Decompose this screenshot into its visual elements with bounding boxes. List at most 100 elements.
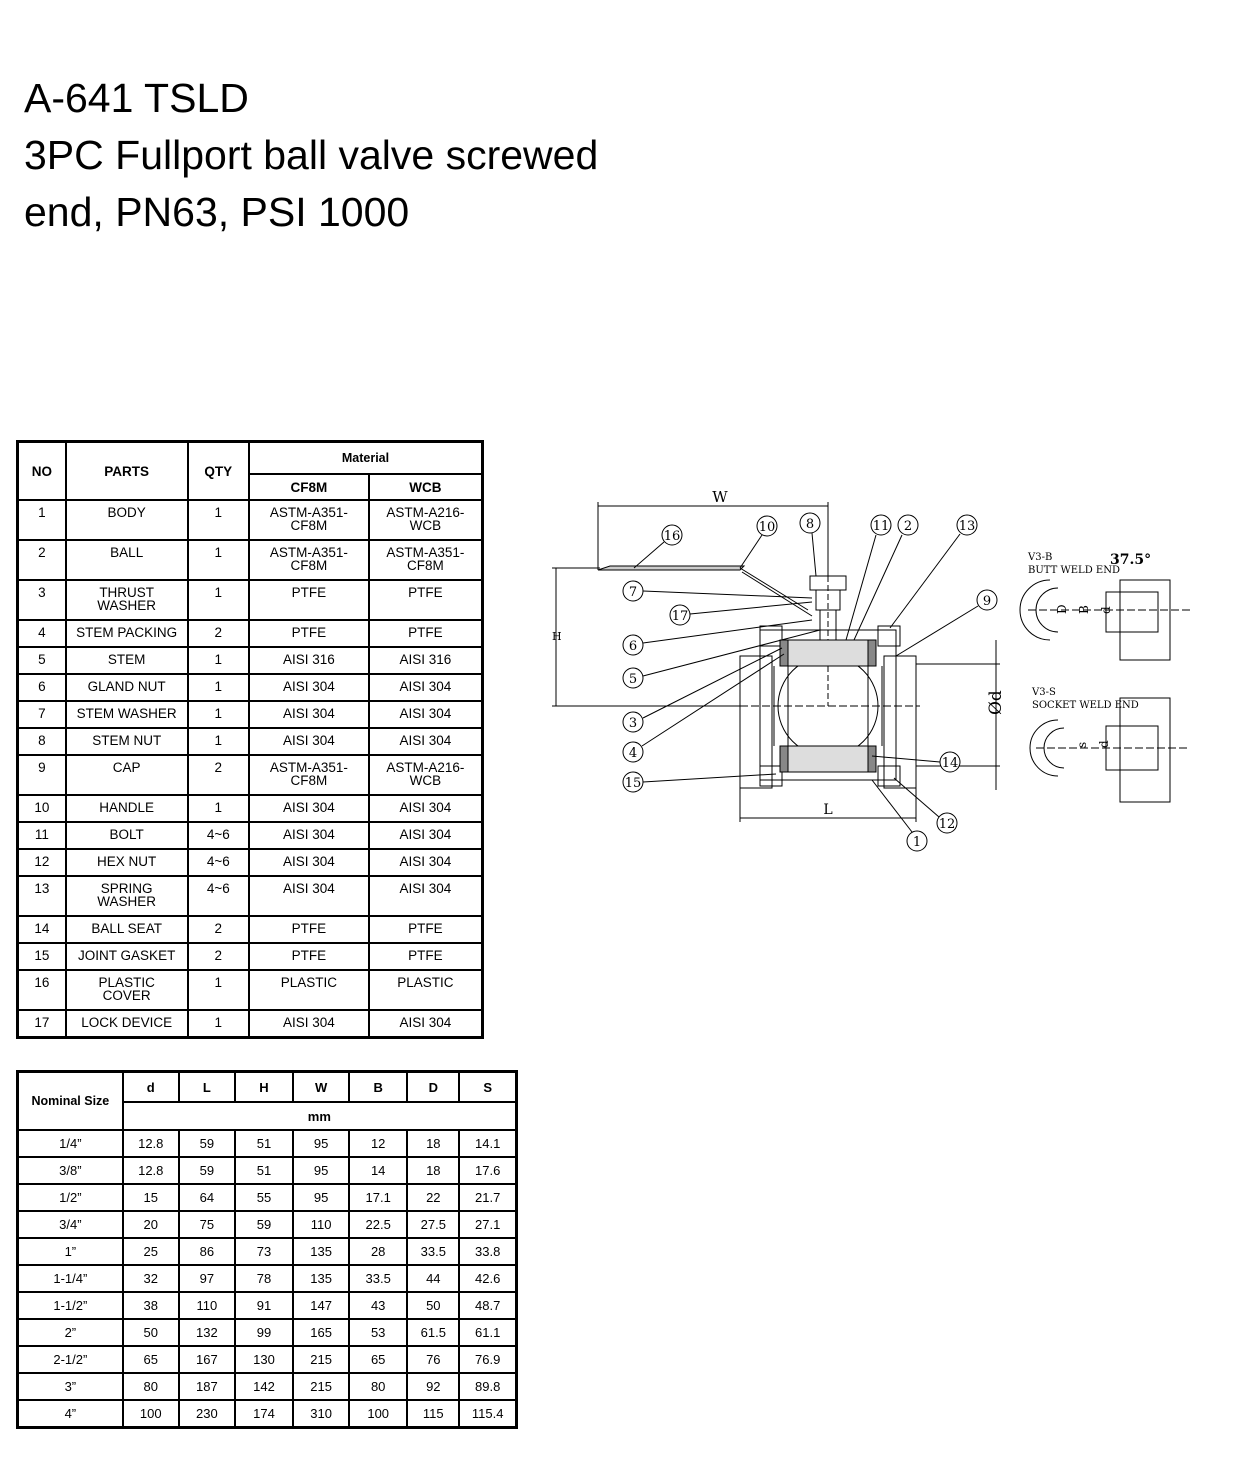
parts-cell-no: 6 bbox=[16, 673, 67, 702]
parts-cell-cf8m: AISI 304 bbox=[247, 700, 370, 729]
dims-cell-value: 44 bbox=[406, 1264, 461, 1293]
parts-cell-qty: 1 bbox=[186, 794, 250, 823]
header-dim-w: W bbox=[292, 1070, 351, 1103]
dims-cell-value: 135 bbox=[292, 1237, 351, 1266]
header-cf8m: CF8M bbox=[247, 473, 370, 501]
parts-cell-cf8m: PTFE bbox=[247, 579, 370, 621]
svg-text:8: 8 bbox=[806, 517, 814, 532]
parts-cell-wcb: PTFE bbox=[367, 942, 484, 971]
w-dimension: W bbox=[597, 488, 829, 580]
svg-text:10: 10 bbox=[759, 520, 776, 535]
dims-cell-value: 17.1 bbox=[348, 1183, 409, 1212]
dims-cell-value: 110 bbox=[292, 1210, 351, 1239]
dims-cell-value: 167 bbox=[177, 1345, 236, 1374]
dims-cell-nominal-size: 1/4” bbox=[16, 1129, 124, 1158]
dims-cell-value: 27.1 bbox=[458, 1210, 518, 1239]
parts-cell-no: 9 bbox=[16, 754, 67, 796]
svg-text:11: 11 bbox=[873, 519, 890, 534]
dim-h-label: H bbox=[552, 630, 562, 643]
socket-weld-label: SOCKET WELD END bbox=[1032, 700, 1139, 711]
dims-cell-value: 53 bbox=[348, 1318, 409, 1347]
dims-cell-value: 12.8 bbox=[121, 1156, 180, 1185]
svg-text:13: 13 bbox=[959, 519, 976, 534]
parts-cell-part: JOINT GASKET bbox=[64, 942, 189, 971]
dims-cell-value: 89.8 bbox=[458, 1372, 518, 1401]
dim-phi-d-label: Ød bbox=[986, 690, 1006, 715]
dims-cell-value: 76.9 bbox=[458, 1345, 518, 1374]
dims-cell-nominal-size: 2-1/2” bbox=[16, 1345, 124, 1374]
dims-cell-value: 80 bbox=[348, 1372, 409, 1401]
parts-cell-cf8m: AISI 304 bbox=[247, 1009, 370, 1038]
parts-cell-no: 10 bbox=[16, 794, 67, 823]
dims-cell-value: 17.6 bbox=[458, 1156, 518, 1185]
butt-weld-dim-d-large: D bbox=[1055, 604, 1069, 614]
svg-text:17: 17 bbox=[672, 609, 689, 624]
parts-cell-wcb: AISI 304 bbox=[367, 794, 484, 823]
dims-cell-value: 80 bbox=[121, 1372, 180, 1401]
dims-cell-value: 61.1 bbox=[458, 1318, 518, 1347]
parts-cell-qty: 2 bbox=[186, 915, 250, 944]
dims-cell-value: 75 bbox=[177, 1210, 236, 1239]
dims-cell-value: 110 bbox=[177, 1291, 236, 1320]
dims-cell-value: 115.4 bbox=[458, 1399, 518, 1429]
h-dimension: H bbox=[552, 567, 740, 707]
parts-cell-no: 1 bbox=[16, 499, 67, 541]
dim-w-label: W bbox=[712, 488, 728, 506]
header-material: Material bbox=[247, 440, 484, 475]
parts-cell-wcb: PTFE bbox=[367, 915, 484, 944]
parts-cell-qty: 1 bbox=[186, 499, 250, 541]
parts-cell-wcb: ASTM-A351- CF8M bbox=[367, 539, 484, 581]
dims-cell-value: 230 bbox=[177, 1399, 236, 1429]
parts-cell-no: 4 bbox=[16, 619, 67, 648]
parts-cell-part: STEM PACKING bbox=[64, 619, 189, 648]
callout-10: 10 bbox=[739, 515, 778, 569]
title-line-3: end, PN63, PSI 1000 bbox=[24, 189, 410, 235]
valve-cross-section-drawing: W H bbox=[550, 480, 1190, 860]
dims-cell-value: 14 bbox=[348, 1156, 409, 1185]
dims-cell-value: 21.7 bbox=[458, 1183, 518, 1212]
parts-cell-part: GLAND NUT bbox=[64, 673, 189, 702]
parts-cell-cf8m: AISI 304 bbox=[247, 727, 370, 756]
svg-text:12: 12 bbox=[939, 817, 956, 832]
parts-cell-no: 2 bbox=[16, 539, 67, 581]
dims-cell-value: 142 bbox=[233, 1372, 295, 1401]
dims-cell-value: 59 bbox=[233, 1210, 295, 1239]
callout-15: 15 bbox=[622, 771, 777, 793]
dims-cell-value: 97 bbox=[177, 1264, 236, 1293]
dims-cell-value: 27.5 bbox=[406, 1210, 461, 1239]
dims-cell-value: 130 bbox=[233, 1345, 295, 1374]
dims-cell-value: 95 bbox=[292, 1129, 351, 1158]
callout-4: 4 bbox=[622, 653, 785, 763]
svg-text:6: 6 bbox=[629, 639, 637, 654]
parts-cell-part: STEM NUT bbox=[64, 727, 189, 756]
butt-weld-label: BUTT WELD END bbox=[1028, 565, 1120, 576]
butt-weld-angle: 37.5° bbox=[1110, 552, 1151, 568]
svg-text:9: 9 bbox=[983, 594, 991, 609]
svg-text:15: 15 bbox=[625, 776, 642, 791]
dims-cell-value: 14.1 bbox=[458, 1129, 518, 1158]
dims-cell-value: 33.5 bbox=[406, 1237, 461, 1266]
parts-cell-no: 13 bbox=[16, 875, 67, 917]
dims-cell-value: 76 bbox=[406, 1345, 461, 1374]
parts-cell-wcb: AISI 316 bbox=[367, 646, 484, 675]
dims-cell-value: 165 bbox=[292, 1318, 351, 1347]
dims-cell-value: 25 bbox=[121, 1237, 180, 1266]
dims-cell-value: 50 bbox=[121, 1318, 180, 1347]
dims-cell-value: 65 bbox=[348, 1345, 409, 1374]
callout-6: 6 bbox=[622, 619, 813, 656]
header-nominal-size: Nominal Size bbox=[16, 1070, 124, 1131]
svg-text:7: 7 bbox=[629, 585, 637, 600]
dims-cell-nominal-size: 3/4” bbox=[16, 1210, 124, 1239]
parts-cell-qty: 1 bbox=[186, 969, 250, 1011]
dims-cell-nominal-size: 1/2” bbox=[16, 1183, 124, 1212]
callout-16: 16 bbox=[633, 524, 683, 569]
dims-cell-value: 73 bbox=[233, 1237, 295, 1266]
butt-weld-dim-d: d bbox=[1099, 606, 1113, 614]
